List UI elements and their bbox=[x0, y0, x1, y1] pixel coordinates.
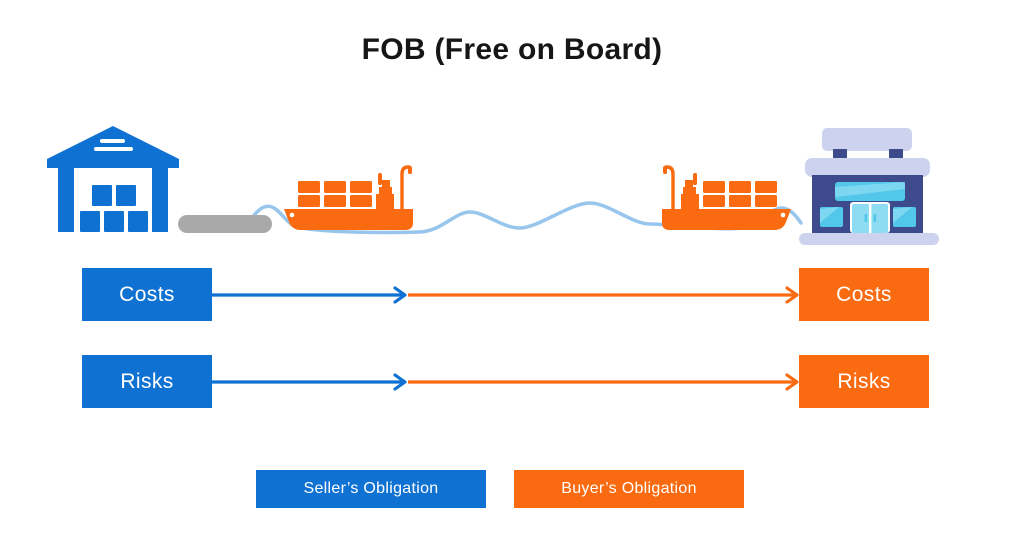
costs-right-label: Costs bbox=[836, 282, 892, 306]
legend-buyer-label: Buyer’s Obligation bbox=[561, 480, 697, 497]
risks-left-label: Risks bbox=[120, 369, 174, 393]
costs-arrow bbox=[212, 286, 799, 304]
legend-seller-label: Seller’s Obligation bbox=[303, 480, 439, 497]
legend-seller-obligation: Seller’s Obligation bbox=[256, 470, 486, 508]
ship-right-icon bbox=[662, 165, 791, 230]
orange-arrow-icon bbox=[785, 373, 799, 391]
risks-right-label: Risks bbox=[837, 369, 891, 393]
warehouse-icon bbox=[47, 126, 179, 232]
blue-arrow-icon bbox=[393, 286, 407, 304]
risks-arrow bbox=[212, 373, 799, 391]
costs-left-label: Costs bbox=[119, 282, 175, 306]
costs-seller-box: Costs bbox=[82, 268, 212, 321]
risks-seller-box: Risks bbox=[82, 355, 212, 408]
ship-left-icon bbox=[284, 165, 413, 230]
costs-buyer-box: Costs bbox=[799, 268, 929, 321]
blue-arrow-icon bbox=[393, 373, 407, 391]
orange-arrow-icon bbox=[785, 286, 799, 304]
store-icon bbox=[799, 128, 939, 245]
dock-icon bbox=[178, 215, 272, 233]
risks-buyer-box: Risks bbox=[799, 355, 929, 408]
page-title: FOB (Free on Board) bbox=[361, 33, 663, 66]
legend-buyer-obligation: Buyer’s Obligation bbox=[514, 470, 744, 508]
